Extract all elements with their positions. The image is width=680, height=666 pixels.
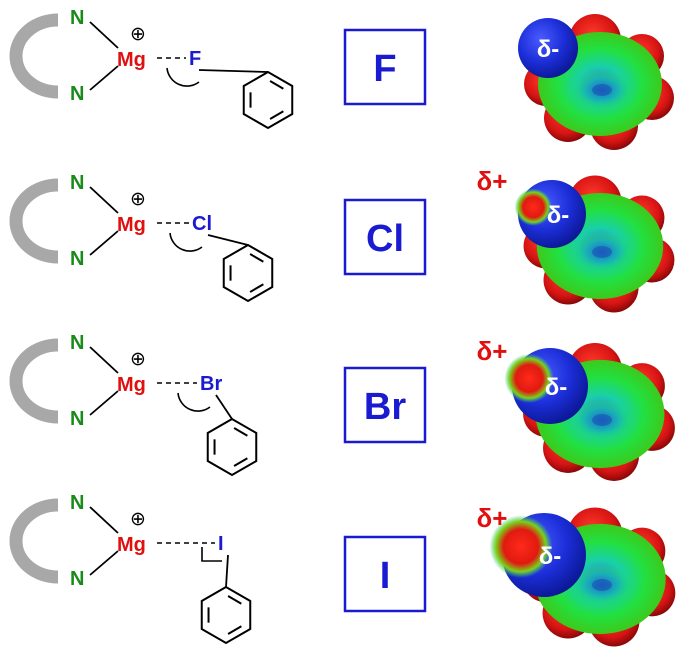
positive-charge-icon: ⊕	[130, 348, 146, 370]
n-mg-bond	[89, 21, 119, 49]
esp-ring-center	[592, 84, 612, 96]
n-mg-bond	[89, 390, 119, 416]
halogen-label: Br	[364, 386, 406, 428]
double-bond	[249, 283, 264, 293]
bond-angle-arc	[169, 232, 203, 252]
halogen-atom: F	[189, 48, 201, 70]
sigma-hole	[489, 515, 553, 579]
halogen-label-box	[343, 28, 427, 106]
sigma-hole	[514, 188, 552, 226]
delta-minus-label: δ-	[537, 36, 560, 63]
nitrogen-atom-top: N	[70, 492, 84, 514]
halogen-label: Cl	[366, 218, 404, 260]
halogen-label: F	[373, 48, 396, 90]
double-bond	[227, 625, 242, 635]
halogen-atom: I	[218, 533, 224, 555]
magnesium-atom: Mg	[117, 214, 146, 236]
n-mg-bond	[89, 65, 119, 91]
ligand-backbone	[9, 338, 59, 424]
halogen-carbon-bond	[225, 554, 229, 588]
nitrogen-atom-bottom: N	[70, 83, 84, 105]
halogen-atom: Br	[200, 373, 222, 395]
benzene-ring	[242, 70, 294, 130]
ligand-backbone	[9, 178, 59, 264]
double-bond	[233, 427, 248, 437]
double-bond	[227, 595, 242, 605]
positive-charge-icon: ⊕	[130, 23, 146, 45]
bond-angle-arc	[166, 67, 200, 87]
sigma-hole	[504, 353, 554, 404]
magnesium-atom: Mg	[117, 49, 146, 71]
n-mg-bond	[89, 550, 119, 576]
esp-ring-center	[592, 246, 612, 258]
delta-plus-label: δ+	[477, 336, 508, 366]
magnesium-atom: Mg	[117, 374, 146, 396]
n-mg-bond	[89, 186, 119, 214]
delta-minus-label: δ-	[539, 543, 562, 570]
delta-minus-label: δ-	[545, 374, 568, 401]
double-bond	[269, 80, 284, 90]
halogen-label-box	[343, 366, 427, 444]
esp-halogen-head	[518, 18, 578, 78]
double-bond	[249, 253, 264, 263]
delta-plus-label: δ+	[477, 503, 508, 533]
halogen-label-box	[343, 198, 427, 276]
benzene-ring	[200, 585, 252, 645]
halogen-carbon-bond	[207, 234, 249, 246]
ligand-backbone	[9, 13, 59, 99]
delta-minus-label: δ-	[547, 202, 570, 229]
nitrogen-atom-top: N	[70, 332, 84, 354]
n-mg-bond	[89, 506, 119, 534]
nitrogen-atom-bottom: N	[70, 408, 84, 430]
nitrogen-atom-bottom: N	[70, 248, 84, 270]
esp-ring-center	[592, 414, 612, 426]
delta-plus-label: δ+	[477, 166, 508, 196]
halogen-carbon-bond	[215, 394, 233, 420]
row-cl: N N Mg ⊕ Cl Cl δ-δ+	[9, 166, 675, 313]
nitrogen-atom-top: N	[70, 7, 84, 29]
bond-angle-arc	[177, 392, 211, 412]
positive-charge-icon: ⊕	[130, 188, 146, 210]
benzene-ring	[222, 243, 274, 303]
double-bond	[269, 110, 284, 120]
halogen-atom: Cl	[192, 213, 212, 235]
benzene-ring	[206, 417, 258, 477]
right-angle-marker	[201, 547, 222, 562]
positive-charge-icon: ⊕	[130, 508, 146, 530]
n-mg-bond	[89, 346, 119, 374]
halogen-carbon-bond	[198, 69, 269, 73]
nitrogen-atom-top: N	[70, 172, 84, 194]
halogen-label-box	[343, 535, 427, 613]
n-mg-bond	[89, 230, 119, 256]
ligand-backbone	[9, 498, 59, 584]
magnesium-atom: Mg	[117, 534, 146, 556]
esp-ring-center	[592, 579, 612, 591]
double-bond	[233, 457, 248, 467]
nitrogen-atom-bottom: N	[70, 568, 84, 590]
halogen-label: I	[380, 555, 391, 597]
